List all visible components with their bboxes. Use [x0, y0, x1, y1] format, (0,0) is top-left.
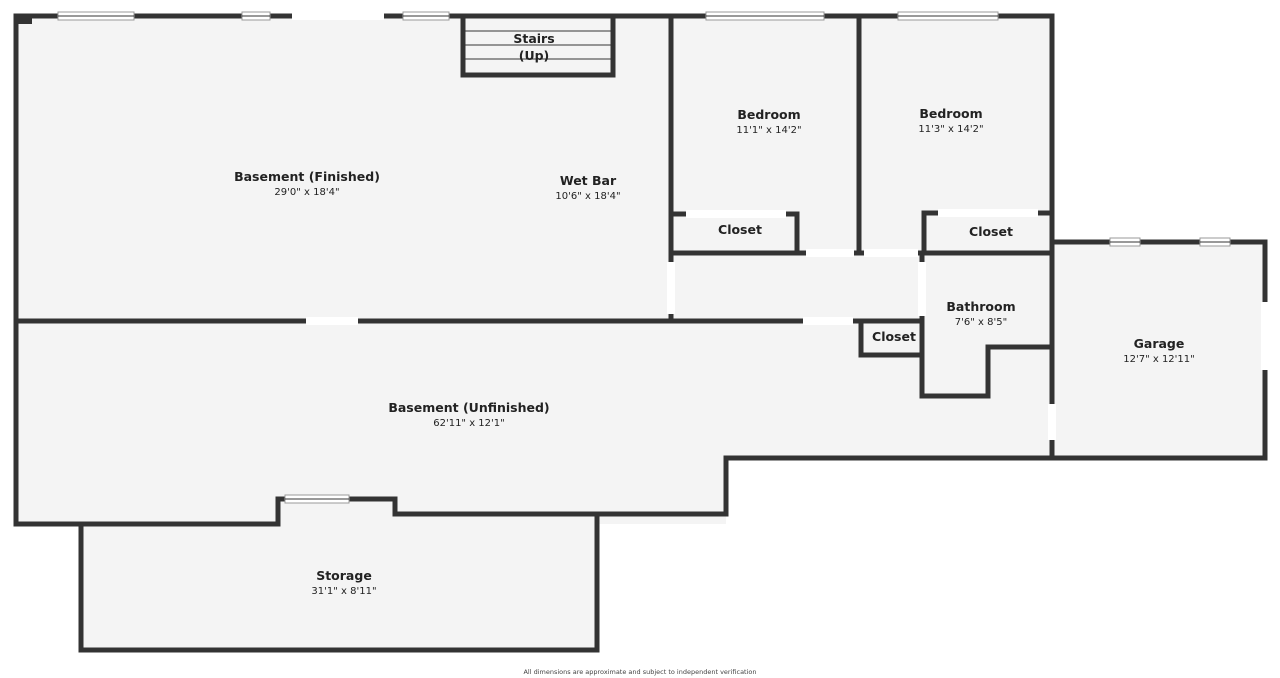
room-label-stairs: Stairs (Up): [513, 31, 554, 63]
bedroom-1-dims: 11'1" x 14'2": [736, 125, 801, 136]
bedroom-1-name: Bedroom: [737, 107, 800, 122]
closet-3-name: Closet: [872, 329, 916, 344]
garage-dims: 12'7" x 12'11": [1123, 354, 1195, 365]
closet-1-name: Closet: [718, 222, 762, 237]
room-label-basement-finished: Basement (Finished) 29'0" x 18'4": [234, 169, 380, 198]
bathroom-dims: 7'6" x 8'5": [955, 317, 1007, 328]
wet-bar-dims: 10'6" x 18'4": [555, 191, 620, 202]
stairs-name: Stairs: [513, 31, 554, 46]
room-label-wet-bar: Wet Bar 10'6" x 18'4": [555, 173, 620, 202]
floor-fills: [16, 16, 1265, 650]
bedroom-2-name: Bedroom: [919, 106, 982, 121]
door-openings: [292, 12, 1269, 440]
room-label-bedroom-1: Bedroom 11'1" x 14'2": [736, 107, 801, 136]
storage-name: Storage: [316, 568, 372, 583]
corner-marker: [18, 18, 32, 24]
wet-bar-name: Wet Bar: [560, 173, 617, 188]
storage-dims: 31'1" x 8'11": [311, 586, 376, 597]
basement-finished-name: Basement (Finished): [234, 169, 380, 184]
closet-2-name: Closet: [969, 224, 1013, 239]
garage-name: Garage: [1134, 336, 1185, 351]
basement-unfinished-dims: 62'11" x 12'1": [433, 418, 505, 429]
windows: [57, 11, 1231, 504]
room-label-basement-unfinished: Basement (Unfinished) 62'11" x 12'1": [388, 400, 549, 429]
stairs-direction: (Up): [519, 48, 550, 63]
basement-finished-dims: 29'0" x 18'4": [274, 187, 339, 198]
room-label-bedroom-2: Bedroom 11'3" x 14'2": [918, 106, 983, 135]
basement-unfinished-name: Basement (Unfinished): [388, 400, 549, 415]
bedroom-2-dims: 11'3" x 14'2": [918, 124, 983, 135]
room-label-storage: Storage 31'1" x 8'11": [311, 568, 376, 597]
disclaimer-footer: All dimensions are approximate and subje…: [523, 668, 756, 676]
bathroom-name: Bathroom: [946, 299, 1015, 314]
stair-treads: [465, 30, 611, 60]
room-label-garage: Garage 12'7" x 12'11": [1123, 336, 1195, 365]
room-label-bathroom: Bathroom 7'6" x 8'5": [946, 299, 1015, 328]
